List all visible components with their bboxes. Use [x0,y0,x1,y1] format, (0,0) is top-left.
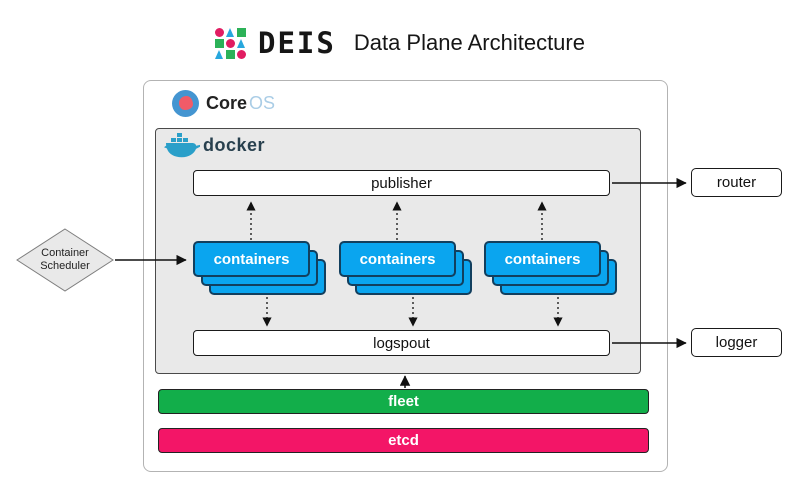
fleet-node: fleet [158,389,649,414]
scheduler-label-line2: Scheduler [40,260,90,272]
scheduler-label-line1: Container [41,247,89,259]
diamond-shape [16,228,114,292]
publisher-node: publisher [193,170,610,196]
deis-brand-wordmark: DEIS [258,26,336,60]
container-stack-3: containers [484,241,619,296]
docker-whale-icon [164,133,200,158]
coreos-label-os: OS [249,93,276,113]
docker-logo: docker [164,132,265,159]
containers-label: containers [484,241,601,277]
router-node: router [691,168,782,197]
header: DEIS Data Plane Architecture [0,26,800,60]
logspout-node: logspout [193,330,610,356]
etcd-node: etcd [158,428,649,453]
coreos-label-core: Core [206,93,248,113]
deis-logo-icon [215,27,246,59]
containers-label: containers [193,241,310,277]
containers-label: containers [339,241,456,277]
logger-node: logger [691,328,782,357]
docker-label: docker [203,135,266,155]
container-stack-1: containers [193,241,328,296]
container-stack-2: containers [339,241,474,296]
container-scheduler-node: Container Scheduler [16,228,114,292]
coreos-logo-icon [172,90,199,117]
page-title: Data Plane Architecture [353,30,585,55]
